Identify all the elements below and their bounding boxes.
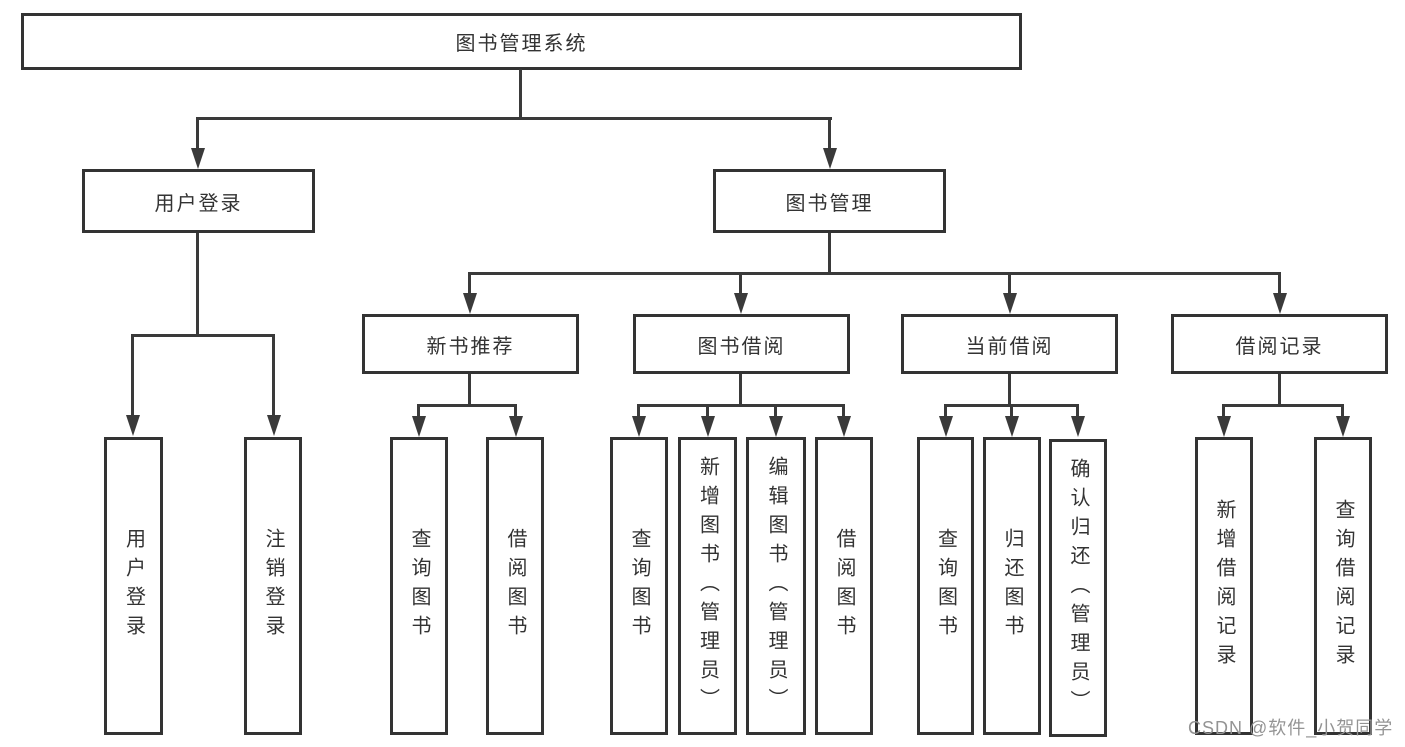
node-library-management-system: 图书管理系统 xyxy=(21,13,1022,70)
leaf-query-borrow-record: 查询借阅记录 xyxy=(1314,437,1372,735)
arrowhead-leaf xyxy=(632,416,646,437)
connector-drop xyxy=(1222,404,1225,417)
connector-book-mgmt-stem xyxy=(828,233,831,275)
leaf-user-login: 用户登录 xyxy=(104,437,163,735)
connector-drop xyxy=(706,404,709,417)
connector-root-rail xyxy=(196,117,832,120)
leaf-label: 借阅图书 xyxy=(833,528,855,644)
leaf-label: 注销登录 xyxy=(262,528,284,644)
leaf-logout: 注销登录 xyxy=(244,437,302,735)
connector-drop xyxy=(1341,404,1344,417)
connector-drop xyxy=(944,404,947,417)
leaf-query-books-1: 查询图书 xyxy=(390,437,448,735)
leaf-edit-books-admin: 编辑图书（管理员） xyxy=(746,437,806,735)
arrowhead-leaf xyxy=(701,416,715,437)
connector-drop xyxy=(1010,404,1013,417)
arrowhead-leaf xyxy=(1217,416,1231,437)
leaf-label: 编辑图书（管理员） xyxy=(765,455,787,717)
leaf-borrow-books-2: 借阅图书 xyxy=(815,437,873,735)
leaf-query-books-3: 查询图书 xyxy=(917,437,974,735)
arrowhead-leaf xyxy=(1336,416,1350,437)
connector-new-book-stem xyxy=(468,374,471,407)
csdn-watermark: CSDN @软件_小贺同学 xyxy=(1188,718,1394,738)
connector-borrow-record-stem xyxy=(1278,374,1281,407)
leaf-label: 查询图书 xyxy=(628,528,650,644)
node-label: 图书管理系统 xyxy=(455,33,588,55)
connector-book-borrow-rail xyxy=(637,404,845,407)
connector-drop-user-login xyxy=(196,117,199,149)
arrowhead-book-mgmt xyxy=(823,148,837,169)
node-user-login: 用户登录 xyxy=(82,169,315,233)
node-book-management: 图书管理 xyxy=(713,169,946,233)
node-label: 当前借阅 xyxy=(965,335,1054,358)
connector-root-stem xyxy=(519,69,522,120)
leaf-label: 查询图书 xyxy=(408,528,430,644)
connector-drop xyxy=(514,404,517,417)
leaf-label: 确认归还（管理员） xyxy=(1067,457,1089,719)
connector-borrow-record-rail xyxy=(1222,404,1344,407)
connector-drop-book-mgmt xyxy=(828,117,831,149)
node-book-borrow: 图书借阅 xyxy=(633,314,850,374)
connector-drop xyxy=(637,404,640,417)
arrowhead-leaf xyxy=(939,416,953,437)
arrowhead-leaf xyxy=(509,416,523,437)
node-new-book-recommend: 新书推荐 xyxy=(362,314,579,374)
connector-drop xyxy=(774,404,777,417)
node-label: 图书管理 xyxy=(785,192,874,215)
connector-drop-borrow-record xyxy=(1278,272,1281,295)
arrowhead-book-borrow xyxy=(734,293,748,314)
leaf-confirm-return-admin: 确认归还（管理员） xyxy=(1049,439,1107,737)
leaf-label: 归还图书 xyxy=(1001,528,1023,644)
leaf-label: 新增借阅记录 xyxy=(1213,499,1235,673)
leaf-add-books-admin: 新增图书（管理员） xyxy=(678,437,737,735)
connector-book-mgmt-rail xyxy=(468,272,1281,275)
leaf-label: 查询借阅记录 xyxy=(1332,499,1354,673)
node-label: 用户登录 xyxy=(154,192,243,215)
leaf-label: 借阅图书 xyxy=(504,528,526,644)
arrowhead-new-book xyxy=(463,293,477,314)
leaf-label: 新增图书（管理员） xyxy=(696,455,719,717)
node-borrow-record: 借阅记录 xyxy=(1171,314,1388,374)
connector-current-borrow-stem xyxy=(1008,374,1011,407)
arrowhead-leaf-login xyxy=(126,415,140,436)
arrowhead-user-login xyxy=(191,148,205,169)
node-label: 图书借阅 xyxy=(697,335,786,358)
connector-drop-leaf-logout xyxy=(272,334,275,416)
connector-drop-new-book xyxy=(468,272,471,295)
arrowhead-leaf-logout xyxy=(267,415,281,436)
connector-book-borrow-stem xyxy=(739,374,742,407)
node-label: 借阅记录 xyxy=(1235,335,1324,358)
leaf-query-books-2: 查询图书 xyxy=(610,437,668,735)
connector-drop-leaf-login xyxy=(131,334,134,416)
connector-drop-current-borrow xyxy=(1008,272,1011,295)
leaf-label: 查询图书 xyxy=(934,528,957,644)
connector-user-login-rail xyxy=(131,334,275,337)
arrowhead-leaf xyxy=(1071,416,1085,437)
node-current-borrow: 当前借阅 xyxy=(901,314,1118,374)
connector-drop xyxy=(417,404,420,417)
arrowhead-leaf xyxy=(769,416,783,437)
node-label: 新书推荐 xyxy=(426,335,515,358)
arrowhead-borrow-record xyxy=(1273,293,1287,314)
leaf-return-books: 归还图书 xyxy=(983,437,1041,735)
connector-user-login-stem xyxy=(196,233,199,337)
arrowhead-leaf xyxy=(1005,416,1019,437)
connector-drop xyxy=(1076,404,1079,417)
connector-new-book-rail xyxy=(417,404,517,407)
connector-drop xyxy=(842,404,845,417)
connector-drop-book-borrow xyxy=(739,272,742,295)
leaf-add-borrow-record: 新增借阅记录 xyxy=(1195,437,1253,735)
leaf-borrow-books-1: 借阅图书 xyxy=(486,437,544,735)
arrowhead-current-borrow xyxy=(1003,293,1017,314)
leaf-label: 用户登录 xyxy=(122,528,145,644)
arrowhead-leaf xyxy=(412,416,426,437)
arrowhead-leaf xyxy=(837,416,851,437)
